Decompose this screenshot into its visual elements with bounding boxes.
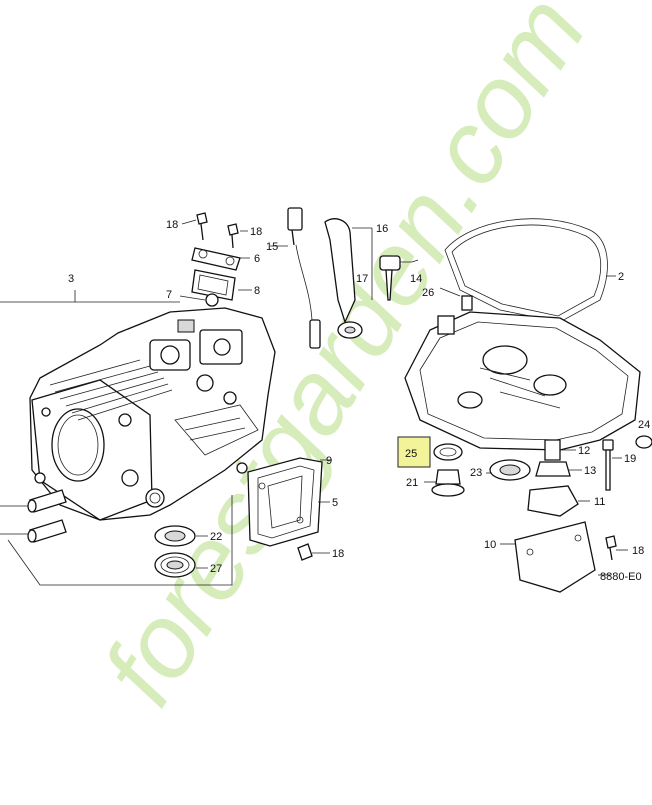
- callout-18a: 18: [166, 219, 178, 231]
- oil-sensor: [379, 255, 419, 301]
- callout-24: 24: [638, 419, 650, 431]
- callout-5: 5: [332, 497, 338, 509]
- callout-22: 22: [210, 531, 222, 543]
- cylinder-block: [0, 290, 276, 586]
- callout-labels: 18 18 6 8 7 3 15 16 17 14 26 2 9 5 18 22…: [68, 219, 650, 583]
- callout-23: 23: [470, 467, 482, 479]
- callout-6: 6: [254, 253, 260, 265]
- callout-17: 17: [356, 273, 368, 285]
- breather-gaskets: [247, 457, 332, 561]
- callout-21: 21: [406, 477, 418, 489]
- callout-10: 10: [484, 539, 496, 551]
- callout-15: 15: [266, 241, 278, 253]
- callout-2: 2: [618, 271, 624, 283]
- callout-8: 8: [254, 285, 260, 297]
- callout-12: 12: [578, 445, 590, 457]
- callout-26: 26: [422, 287, 434, 299]
- callout-16: 16: [376, 223, 388, 235]
- callout-7: 7: [166, 289, 172, 301]
- cover-small-parts: [424, 435, 652, 593]
- callout-25: 25: [405, 448, 417, 460]
- drawing-code: 8880-E0: [600, 571, 642, 583]
- callout-9: 9: [326, 455, 332, 467]
- callout-18d: 18: [632, 545, 644, 557]
- callout-11: 11: [594, 496, 605, 508]
- callout-14: 14: [410, 273, 422, 285]
- dowel-pins: [0, 489, 67, 543]
- callout-25-highlight: [397, 436, 431, 468]
- callout-18c: 18: [332, 548, 344, 560]
- dipstick: [270, 207, 373, 349]
- callout-19: 19: [624, 453, 636, 465]
- callout-18b: 18: [250, 226, 262, 238]
- callout-27: 27: [210, 563, 222, 575]
- crankcase-cover: [404, 218, 641, 451]
- head-bolts-gaskets: [179, 212, 252, 307]
- seal-and-bearing: [154, 525, 208, 578]
- callout-13: 13: [584, 465, 596, 477]
- callout-3: 3: [68, 273, 74, 285]
